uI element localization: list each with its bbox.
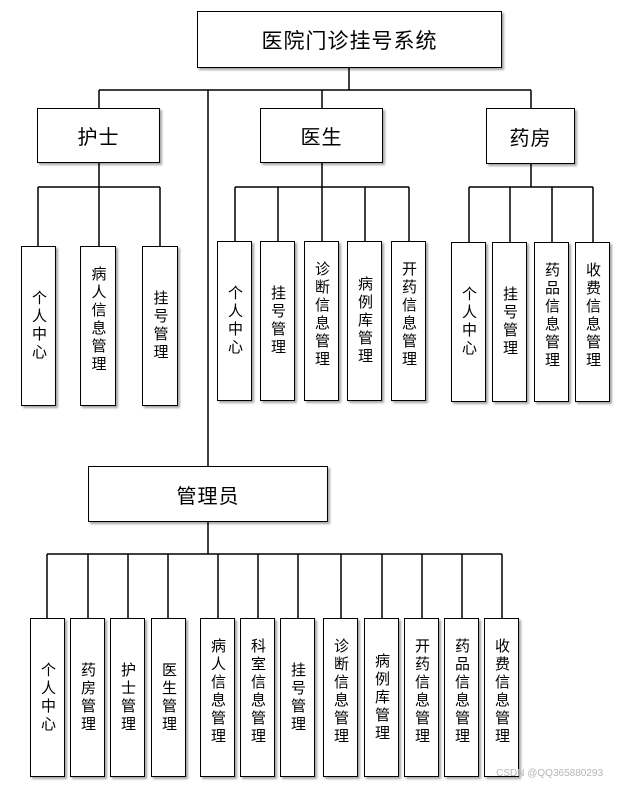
module-node: 科室信息管理 [240,618,275,777]
module-label: 诊断信息管理 [332,637,350,746]
module-label: 病例库管理 [356,276,374,366]
module-node: 挂号管理 [260,241,295,401]
module-label: 挂号管理 [269,285,287,357]
role-node-nurse: 护士 [37,108,160,163]
module-label: 科室信息管理 [249,637,267,746]
module-label: 挂号管理 [151,290,170,362]
module-label: 药品信息管理 [543,262,561,370]
role-label: 管理员 [176,483,240,508]
connector [37,163,161,246]
module-node: 个人中心 [30,618,65,777]
module-node: 护士管理 [110,618,145,777]
module-node: 收费信息管理 [575,242,610,402]
module-label: 药房管理 [79,661,97,734]
module-node: 病例库管理 [347,241,382,401]
module-node: 开药信息管理 [404,618,439,777]
module-label: 病人信息管理 [209,637,227,746]
module-node: 诊断信息管理 [323,618,358,777]
module-node: 药品信息管理 [444,618,479,777]
module-label: 挂号管理 [501,286,519,358]
module-label: 开药信息管理 [413,637,431,746]
module-node: 药房管理 [70,618,105,777]
module-label: 开药信息管理 [400,261,418,369]
connector [98,68,532,466]
role-node-doctor: 医生 [260,108,383,163]
module-label: 护士管理 [119,661,137,734]
role-label: 药房 [509,125,552,150]
module-label: 个人中心 [30,290,48,362]
root-title-text: 医院门诊挂号系统 [261,28,438,53]
module-node: 个人中心 [451,242,486,402]
module-node: 个人中心 [217,241,252,401]
connector [468,164,594,242]
module-label: 收费信息管理 [584,262,602,370]
module-node: 病人信息管理 [80,246,116,406]
root-node-title: 医院门诊挂号系统 [197,11,502,68]
module-label: 诊断信息管理 [313,261,331,369]
module-node: 病例库管理 [364,618,399,777]
module-node: 个人中心 [21,246,56,406]
module-node: 挂号管理 [280,618,315,777]
module-label: 挂号管理 [289,661,307,734]
role-label: 护士 [77,125,120,149]
module-label: 病人信息管理 [89,266,108,374]
connector [46,522,503,618]
role-node-pharmacy: 药房 [486,108,575,164]
module-node: 医生管理 [151,618,186,777]
module-node: 挂号管理 [492,242,527,402]
module-label: 病例库管理 [373,652,391,743]
module-label: 医生管理 [160,661,178,734]
role-label: 医生 [300,125,343,149]
role-node-admin: 管理员 [88,466,328,522]
module-node: 药品信息管理 [534,242,569,402]
module-label: 个人中心 [39,661,57,734]
module-node: 诊断信息管理 [304,241,339,401]
module-label: 个人中心 [460,286,478,358]
module-node: 收费信息管理 [484,618,519,777]
connector [234,163,410,241]
module-label: 收费信息管理 [493,637,511,746]
module-label: 药品信息管理 [453,637,471,746]
module-node: 开药信息管理 [391,241,426,401]
module-label: 个人中心 [226,285,244,357]
watermark-text: CSDN @QQ365880293 [496,768,603,779]
module-node: 挂号管理 [142,246,178,406]
module-node: 病人信息管理 [200,618,235,777]
